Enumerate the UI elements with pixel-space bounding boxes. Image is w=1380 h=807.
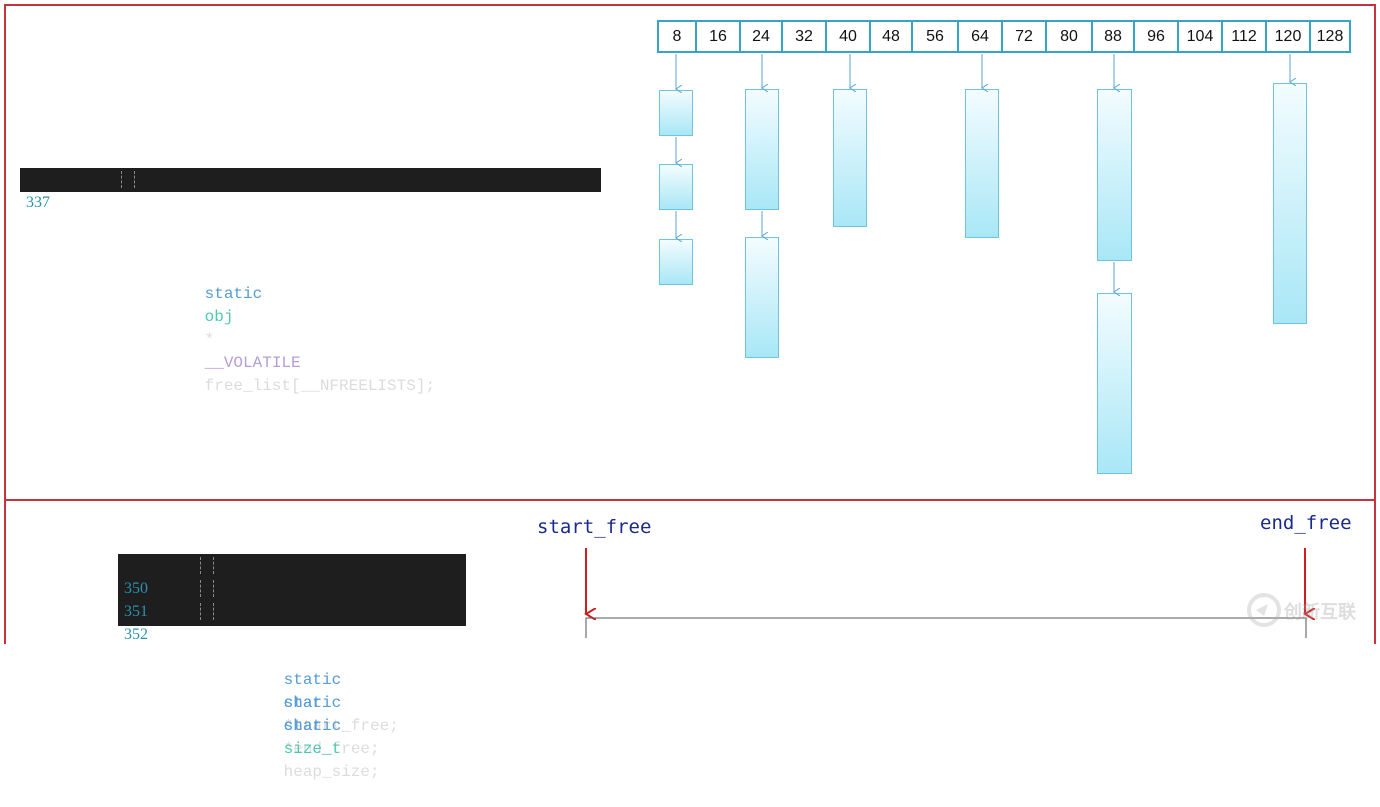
line-number: 337: [26, 194, 50, 211]
indent-guide: [200, 557, 201, 574]
end-free-label: end_free: [1260, 512, 1352, 534]
line-number: 350: [124, 580, 148, 597]
watermark-logo: 创新互联: [1246, 592, 1376, 628]
free-list-declaration: free_list[__NFREELISTS];: [204, 377, 436, 395]
memory-pool-region: [585, 617, 1307, 638]
indent-guide: [121, 171, 122, 188]
free-block-120-1: [1273, 83, 1307, 324]
heap-size-declaration: heap_size;: [283, 763, 380, 781]
size-cell-56: 56: [911, 20, 959, 53]
indent-guide: [134, 171, 135, 188]
line-number: 352: [124, 626, 148, 643]
indent-guide: [213, 557, 214, 574]
indent-guide: [200, 580, 201, 597]
indent-guide: [213, 603, 214, 620]
free-block-8-2: [659, 164, 693, 210]
size-cell-80: 80: [1045, 20, 1093, 53]
free-block-88-1: [1097, 89, 1132, 261]
arrow-layer: [0, 54, 1380, 638]
watermark-icon: [1247, 593, 1281, 627]
macro-volatile: __VOLATILE: [204, 354, 301, 372]
size-cell-128: 128: [1309, 20, 1351, 53]
type-obj: obj: [204, 308, 234, 326]
line-number: 351: [124, 603, 148, 620]
watermark-text: 创新互联: [1284, 602, 1356, 623]
free-block-24-1: [745, 89, 779, 210]
indent-guide: [200, 603, 201, 620]
free-list-code-snippet: 337 static obj * __VOLATILE free_list[__…: [20, 168, 601, 395]
start-free-label: start_free: [537, 516, 652, 538]
memory-pool-panel: [4, 499, 1376, 644]
memory-pool-code-snippet: 350 static char *start_free; 351 static …: [118, 554, 466, 781]
free-block-24-2: [745, 237, 779, 358]
size-cell-120: 120: [1265, 20, 1311, 53]
keyword-static: static: [283, 717, 342, 735]
free-block-40-1: [833, 89, 867, 227]
type-size-t: size_t: [283, 740, 342, 758]
size-cell-64: 64: [957, 20, 1003, 53]
indent-guide: [213, 580, 214, 597]
keyword-static: static: [204, 285, 263, 303]
pointer-star: *: [204, 331, 215, 349]
